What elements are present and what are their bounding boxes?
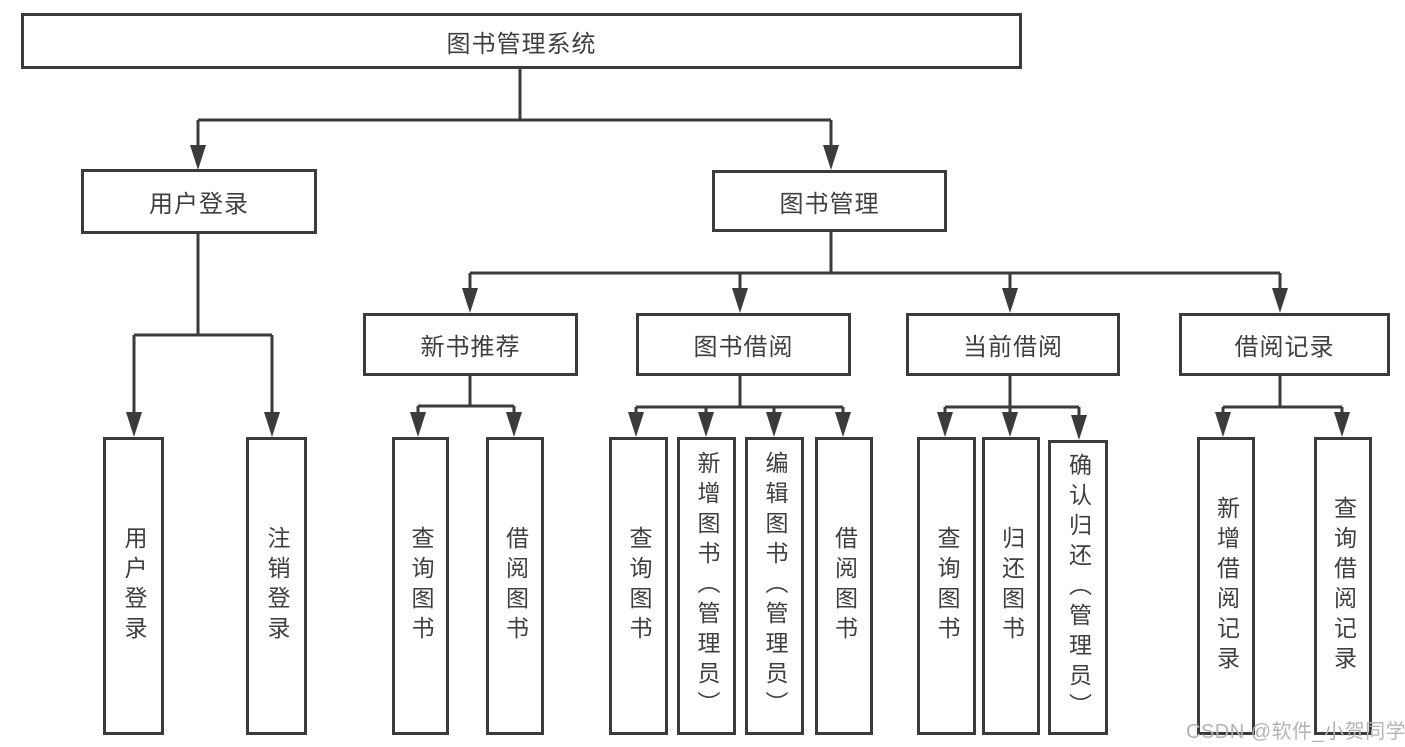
- leaf-borrow-books-2: 借阅图书: [815, 437, 873, 735]
- leaf-user-login-label: 用户登录: [121, 526, 147, 646]
- node-user-login: 用户登录: [81, 169, 317, 234]
- leaf-borrow-books-1: 借阅图书: [486, 437, 544, 735]
- connector-bookmgmt-to-level3: [468, 232, 1282, 295]
- leaf-add-borrow-record: 新增借阅记录: [1197, 437, 1255, 735]
- arrow-icon: [126, 412, 142, 437]
- arrow-icon: [410, 412, 426, 437]
- leaf-add-books-admin-label: 新增图书（管理员）: [694, 451, 720, 721]
- leaf-query-borrow-record: 查询借阅记录: [1314, 437, 1372, 735]
- node-book-management-label: 图书管理: [779, 190, 880, 218]
- arrowheads: [126, 145, 1350, 440]
- arrow-icon: [1334, 412, 1350, 437]
- node-borrow-records: 借阅记录: [1179, 313, 1390, 376]
- leaf-add-borrow-record-label: 新增借阅记录: [1213, 496, 1240, 676]
- arrow-icon: [264, 412, 280, 437]
- node-root-label: 图书管理系统: [446, 30, 597, 58]
- leaf-confirm-return-admin-label: 确认归还（管理员）: [1065, 452, 1092, 723]
- node-new-book-recommend-label: 新书推荐: [420, 334, 521, 361]
- connector-bookborrow-to-children: [634, 376, 845, 419]
- leaf-logout: 注销登录: [246, 437, 307, 735]
- arrow-icon: [190, 145, 206, 170]
- node-user-login-label: 用户登录: [149, 191, 249, 218]
- leaf-add-books-admin: 新增图书（管理员）: [677, 437, 736, 735]
- node-book-management: 图书管理: [712, 170, 947, 232]
- arrow-icon: [698, 412, 714, 437]
- leaf-return-books-label: 归还图书: [998, 526, 1025, 646]
- leaf-edit-books-admin-label: 编辑图书（管理员）: [762, 451, 788, 721]
- arrow-icon: [506, 412, 522, 437]
- node-current-borrow-label: 当前借阅: [963, 334, 1063, 361]
- leaf-edit-books-admin: 编辑图书（管理员）: [745, 437, 804, 735]
- leaf-user-login: 用户登录: [103, 437, 164, 735]
- leaf-query-books-1: 查询图书: [392, 437, 449, 735]
- leaf-query-books-2: 查询图书: [609, 437, 668, 735]
- arrow-icon: [823, 145, 839, 170]
- node-current-borrow: 当前借阅: [906, 313, 1120, 376]
- leaf-query-borrow-record-label: 查询借阅记录: [1330, 496, 1357, 676]
- arrow-icon: [766, 412, 782, 437]
- arrow-icon: [1071, 415, 1087, 440]
- connector-records-to-children: [1221, 376, 1344, 419]
- arrow-icon: [1002, 288, 1018, 313]
- arrow-icon: [835, 412, 851, 437]
- node-borrow-records-label: 借阅记录: [1234, 334, 1335, 361]
- leaf-confirm-return-admin: 确认归还（管理员）: [1048, 440, 1108, 735]
- leaf-borrow-books-1-label: 借阅图书: [502, 526, 529, 646]
- connector-root-to-level2: [196, 69, 833, 151]
- arrow-icon: [462, 288, 478, 313]
- csdn-watermark: CSDN @软件_小贺同学: [1186, 721, 1405, 743]
- connector-userlogin-to-children: [132, 234, 274, 419]
- arrow-icon: [937, 412, 953, 437]
- leaf-query-books-1-label: 查询图书: [408, 526, 434, 646]
- node-book-borrow-label: 图书借阅: [693, 334, 794, 361]
- leaf-query-books-3-label: 查询图书: [934, 526, 960, 646]
- node-book-borrow: 图书借阅: [636, 313, 851, 376]
- arrow-icon: [1272, 288, 1288, 313]
- arrow-icon: [732, 288, 748, 313]
- connector-newbooks-to-children: [416, 376, 516, 419]
- leaf-return-books: 归还图书: [982, 437, 1040, 735]
- leaf-query-books-2-label: 查询图书: [626, 526, 652, 646]
- arrow-icon: [1215, 412, 1231, 437]
- node-root: 图书管理系统: [21, 13, 1022, 69]
- arrow-icon: [1002, 412, 1018, 437]
- arrow-icon: [628, 412, 644, 437]
- leaf-query-books-3: 查询图书: [917, 437, 976, 735]
- node-new-book-recommend: 新书推荐: [363, 313, 578, 376]
- leaf-logout-label: 注销登录: [264, 526, 290, 646]
- leaf-borrow-books-2-label: 借阅图书: [831, 526, 858, 646]
